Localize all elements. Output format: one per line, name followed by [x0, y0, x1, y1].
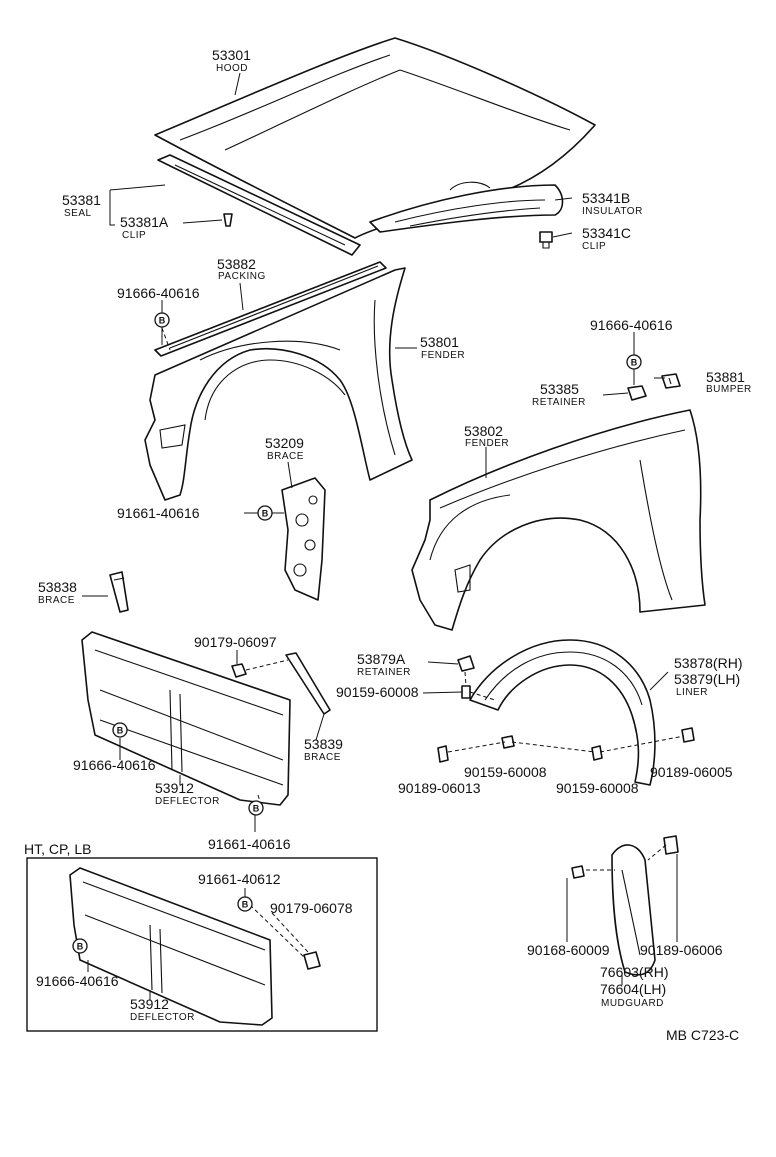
label-fender-rh-num: 53801: [420, 334, 459, 350]
nut-90179-06097-part: [231, 663, 247, 678]
nut-90179-06078-part: [303, 951, 321, 970]
label-bumper-num: 53881: [706, 369, 745, 385]
bolt-marker-packing: B: [154, 312, 170, 328]
insulator-part: [369, 184, 564, 233]
label-liner-name: LINER: [676, 687, 708, 698]
brace-53838-part: [109, 571, 129, 613]
label-seal-name: SEAL: [64, 208, 92, 219]
label-packing-name: PACKING: [218, 271, 266, 282]
svg-text:B: B: [253, 804, 260, 814]
label-screw-009-num: 90168-60009: [527, 942, 610, 958]
label-brace-839-name: BRACE: [304, 752, 341, 763]
svg-text:B: B: [242, 900, 249, 910]
label-deflector-name: DEFLECTOR: [155, 796, 220, 807]
label-clip-a-num: 53381A: [120, 214, 169, 230]
label-deflector-num: 53912: [155, 780, 194, 796]
fender-53802-part: [411, 409, 706, 631]
bolt-marker-inset-left: B: [72, 938, 88, 954]
svg-text:B: B: [117, 726, 124, 736]
label-bolt-defl-num: 91666-40616: [73, 757, 156, 773]
seal-part: [157, 154, 361, 256]
bumper-53881-part: [661, 373, 681, 389]
packing-part: [154, 261, 387, 357]
label-clip-c-name: CLIP: [582, 241, 606, 252]
clip-53341c-part: [539, 231, 553, 249]
brace-53839-part: [285, 652, 331, 715]
clip-90189-06006-part: [663, 835, 679, 855]
label-insulator-name: INSULATOR: [582, 206, 643, 217]
label-deflector-inset-name: DEFLECTOR: [130, 1012, 195, 1023]
label-inset-title: HT, CP, LB: [24, 841, 91, 857]
svg-text:B: B: [631, 358, 638, 368]
label-mudguard-num-lh: 76604(LH): [600, 981, 666, 997]
liner-part: [469, 639, 656, 786]
label-hood-num: 53301: [212, 47, 251, 63]
deflector-inset-part: [69, 867, 273, 1026]
label-brace-209-num: 53209: [265, 435, 304, 451]
label-clip-006-num: 90189-06006: [640, 942, 723, 958]
dashed-guides: [161, 327, 685, 959]
deflector-53912-part: [81, 631, 291, 806]
label-liner-num-rh: 53878(RH): [674, 655, 742, 671]
label-clip-a-name: CLIP: [122, 230, 146, 241]
label-screw-008b-num: 90159-60008: [556, 780, 639, 796]
label-retainer-num: 53385: [540, 381, 579, 397]
bolt-marker-deflector: B: [112, 722, 128, 738]
label-screw-liner-num: 90159-60008: [336, 684, 419, 700]
label-bolt-inset-num: 91661-40612: [198, 871, 281, 887]
label-fender-lh-name: FENDER: [465, 438, 509, 449]
label-deflector-inset-num: 53912: [130, 996, 169, 1012]
label-mudguard-name: MUDGUARD: [601, 998, 664, 1009]
svg-text:B: B: [159, 316, 166, 326]
svg-text:B: B: [77, 942, 84, 952]
label-brace-838-name: BRACE: [38, 595, 75, 606]
hood-part: [154, 37, 596, 239]
inset-frame: [26, 857, 378, 1032]
mudguard-part: [611, 844, 656, 976]
label-insulator-num: 53341B: [582, 190, 630, 206]
label-retainer-name: RETAINER: [532, 397, 586, 408]
label-clip-c-num: 53341C: [582, 225, 631, 241]
bolt-marker-deflector-lower: B: [248, 800, 264, 816]
bolt-marker-bumper: B: [626, 354, 642, 370]
label-retainer-a-num: 53879A: [357, 651, 406, 667]
label-seal-num: 53381: [62, 192, 101, 208]
brace-53209-part: [281, 477, 326, 601]
label-screw-008a-num: 90159-60008: [464, 764, 547, 780]
label-clip-013-num: 90189-06013: [398, 780, 481, 796]
bolt-marker-brace: B: [257, 505, 273, 521]
fastener-group: [437, 685, 695, 763]
svg-text:B: B: [262, 509, 269, 519]
label-brace-209-name: BRACE: [267, 451, 304, 462]
fender-53801-part: [144, 267, 413, 501]
label-brace-838-num: 53838: [38, 579, 77, 595]
label-diagram-code: MB C723-C: [666, 1027, 739, 1043]
label-packing-num: 53882: [217, 256, 256, 272]
leader-lines: [82, 72, 678, 1000]
label-liner-num-lh: 53879(LH): [674, 671, 740, 687]
clip-53381a-part: [223, 213, 233, 227]
label-bolt-brace-num: 91661-40616: [117, 505, 200, 521]
label-brace-839-num: 53839: [304, 736, 343, 752]
label-bolt-inset2-num: 91666-40616: [36, 973, 119, 989]
label-bolt-bumper-num: 91666-40616: [590, 317, 673, 333]
label-bolt-defl2-num: 91661-40616: [208, 836, 291, 852]
label-bumper-name: BUMPER: [706, 384, 752, 395]
retainer-53879a-part: [457, 655, 475, 672]
label-fender-lh-num: 53802: [464, 423, 503, 439]
label-nut-upper-num: 90179-06097: [194, 634, 277, 650]
label-nut-inset-num: 90179-06078: [270, 900, 353, 916]
label-clip-005-num: 90189-06005: [650, 764, 733, 780]
label-fender-rh-name: FENDER: [421, 350, 465, 361]
bolt-marker-inset: B: [237, 896, 253, 912]
screw-90168-60009-part: [571, 865, 585, 879]
label-mudguard-num-rh: 76603(RH): [600, 964, 668, 980]
retainer-53385-part: [627, 385, 647, 401]
label-hood-name: HOOD: [216, 63, 248, 74]
label-bolt-packing-num: 91666-40616: [117, 285, 200, 301]
label-retainer-a-name: RETAINER: [357, 667, 411, 678]
